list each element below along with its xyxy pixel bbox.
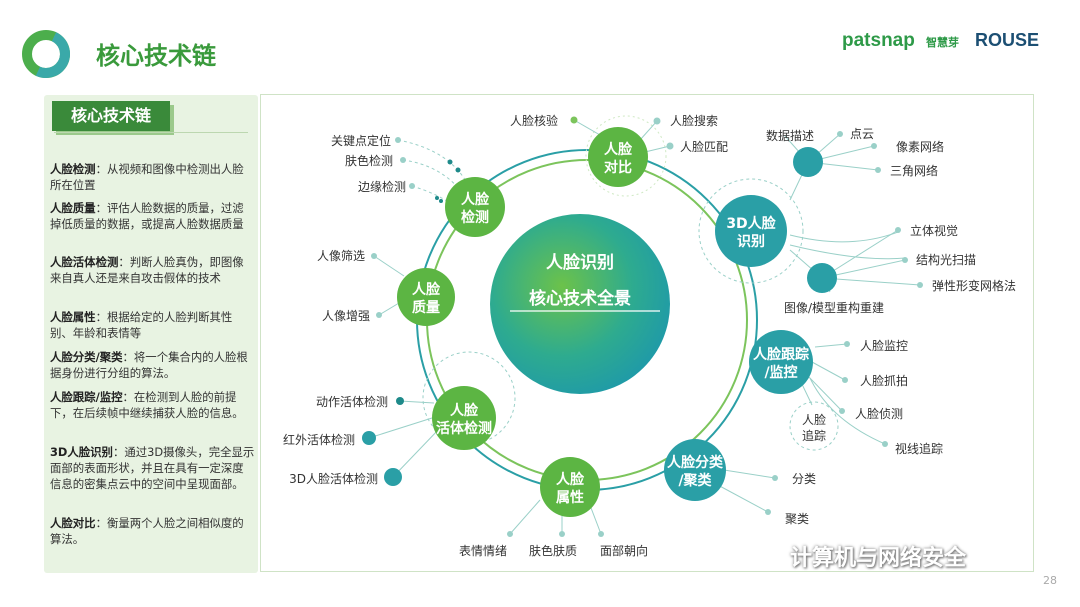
leaf-label: 聚类 bbox=[785, 512, 809, 526]
leaf-dots bbox=[362, 116, 923, 537]
leaf-label: 像素网络 bbox=[896, 139, 944, 154]
leaf-label: 表情情绪 bbox=[459, 544, 507, 558]
definition-attribute: 人脸属性：根据给定的人脸判断其性别、年龄和表情等 bbox=[50, 310, 233, 340]
brand-logo-patsnap-cn: 智慧芽 bbox=[926, 36, 959, 49]
svg-text:/聚类: /聚类 bbox=[678, 472, 712, 489]
panel-divider bbox=[54, 132, 248, 133]
leaf-label: 视线追踪 bbox=[895, 441, 943, 456]
tracking-sub-halo bbox=[789, 401, 839, 451]
leaf-label: 人脸核验 bbox=[510, 113, 558, 128]
leaf-label: 边缘检测 bbox=[358, 179, 406, 194]
3d-top-hub-dot bbox=[793, 147, 823, 177]
logo-ring-icon bbox=[22, 30, 70, 78]
node-liveness: 人脸 活体检测 bbox=[432, 386, 496, 450]
definition-quality: 人脸质量：评估人脸数据的质量，过滤掉低质量的数据，或提高人脸数据质量 bbox=[50, 201, 244, 231]
svg-text:人脸: 人脸 bbox=[556, 471, 585, 488]
brand-logo-rouse: ROUSE bbox=[975, 30, 1040, 50]
center-subtitle: 核心技术全景 bbox=[529, 288, 631, 309]
diagram-frame bbox=[260, 94, 1034, 572]
leaf-label: 人脸抓拍 bbox=[860, 373, 908, 388]
node-compare: 人脸 对比 bbox=[588, 127, 648, 187]
svg-text:属性: 属性 bbox=[556, 489, 584, 506]
leaf-label: 结构光扫描 bbox=[916, 252, 976, 267]
3d-bottom-hub-dot bbox=[807, 263, 837, 293]
node-cluster: 人脸分类 /聚类 bbox=[664, 439, 726, 501]
svg-text:检测: 检测 bbox=[461, 209, 489, 226]
svg-text:人脸跟踪: 人脸跟踪 bbox=[753, 346, 809, 363]
node-tracking: 人脸跟踪 /监控 bbox=[749, 330, 813, 394]
svg-text:人脸: 人脸 bbox=[604, 141, 633, 158]
svg-text:对比: 对比 bbox=[604, 159, 632, 176]
svg-text:/监控: /监控 bbox=[764, 364, 797, 381]
center-circle bbox=[490, 214, 670, 394]
definition-liveness: 人脸活体检测：判断人脸真伪，即图像来自真人还是来自攻击假体的技术 bbox=[50, 255, 244, 285]
leaf-label: 肤色肤质 bbox=[529, 543, 577, 558]
leaf-label: 三角网络 bbox=[890, 163, 938, 178]
leaf-label: 人脸侦测 bbox=[855, 407, 903, 421]
svg-text:3D人脸: 3D人脸 bbox=[726, 215, 776, 232]
svg-text:人脸分类: 人脸分类 bbox=[667, 454, 724, 471]
leaf-label: 3D人脸活体检测 bbox=[289, 471, 378, 486]
svg-text:人脸: 人脸 bbox=[412, 281, 441, 298]
brand-logo-patsnap: patsnap bbox=[842, 30, 915, 51]
svg-text:活体检测: 活体检测 bbox=[436, 420, 492, 437]
page-number: 28 bbox=[1043, 574, 1057, 587]
tracking-sub-line2: 追踪 bbox=[802, 428, 826, 443]
leaf-label: 人脸匹配 bbox=[680, 140, 728, 154]
page-title: 核心技术链 bbox=[96, 42, 216, 70]
leaf-label: 红外活体检测 bbox=[283, 432, 355, 447]
definition-compare: 人脸对比：衡量两个人脸之间相似度的算法。 bbox=[50, 516, 244, 546]
definition-cluster: 人脸分类/聚类：将一个集合内的人脸根据身份进行分组的算法。 bbox=[50, 350, 248, 380]
leaf-label: 动作活体检测 bbox=[316, 394, 388, 409]
svg-text:识别: 识别 bbox=[737, 234, 765, 250]
leaf-label: 点云 bbox=[850, 127, 874, 141]
svg-text:人脸: 人脸 bbox=[450, 402, 479, 419]
node-attribute: 人脸 属性 bbox=[540, 457, 600, 517]
leaf-label: 人像筛选 bbox=[317, 248, 365, 263]
panel-tab-title: 核心技术链 bbox=[52, 101, 170, 131]
3d-halo bbox=[698, 178, 804, 284]
leaf-label: 数据描述 bbox=[766, 128, 814, 143]
svg-text:质量: 质量 bbox=[412, 299, 440, 316]
node-3d: 3D人脸 识别 bbox=[715, 195, 787, 267]
leaf-label: 面部朝向 bbox=[600, 543, 648, 558]
leaf-label: 弹性形变网格法 bbox=[932, 278, 1016, 293]
leaf-label: 图像/模型重构重建 bbox=[784, 300, 884, 315]
definition-detect: 人脸检测：从视频和图像中检测出人脸所在位置 bbox=[50, 162, 244, 192]
center-title: 人脸识别 bbox=[546, 252, 614, 273]
leaf-label: 分类 bbox=[792, 472, 816, 486]
definitions-panel bbox=[44, 95, 258, 573]
definition-3d: 3D人脸识别：通过3D摄像头，完全显示面部的表面形状，并且在具有一定深度信息的密… bbox=[50, 445, 255, 491]
leaf-label: 人脸搜索 bbox=[670, 113, 718, 128]
leaf-label: 人脸监控 bbox=[860, 339, 908, 353]
svg-text:人脸: 人脸 bbox=[461, 191, 490, 208]
leaf-label: 人像增强 bbox=[322, 309, 370, 323]
watermark-text: 计算机与网络安全 bbox=[790, 546, 967, 571]
tracking-sub-line1: 人脸 bbox=[802, 413, 826, 427]
leaf-label: 立体视觉 bbox=[910, 223, 958, 238]
node-detect: 人脸 检测 bbox=[445, 177, 505, 237]
definition-tracking: 人脸跟踪/监控：在检测到人脸的前提下，在后续帧中继续捕获人脸的信息。 bbox=[50, 390, 244, 420]
node-quality: 人脸 质量 bbox=[397, 268, 455, 326]
leaf-label: 肤色检测 bbox=[345, 153, 393, 168]
leaf-label: 关键点定位 bbox=[331, 133, 391, 148]
compare-halo bbox=[585, 115, 667, 197]
